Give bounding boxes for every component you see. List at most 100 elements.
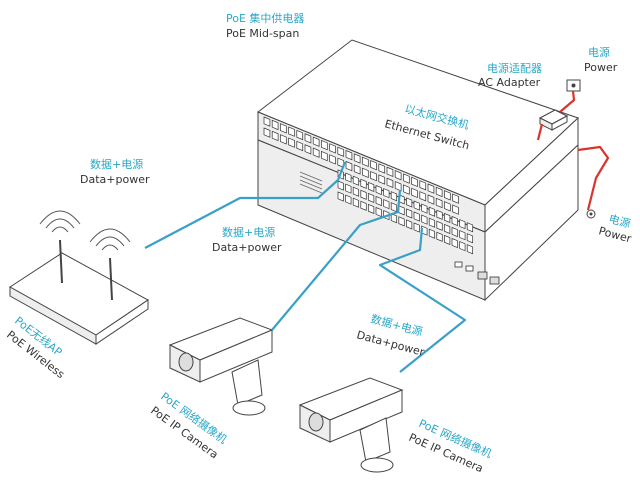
midspan-port (403, 184, 410, 195)
switch-uplink-ports (454, 261, 500, 285)
midspan-port (271, 130, 279, 142)
poe-ip-camera-right (298, 377, 404, 473)
switch-port (451, 226, 458, 238)
midspan-port (378, 174, 386, 185)
switch-port (421, 214, 428, 225)
ap-antenna-right (109, 257, 113, 301)
power-cable-switch (577, 145, 610, 211)
midspan-port (435, 197, 443, 209)
switch-port (352, 186, 360, 197)
poe-wireless-ap (9, 210, 149, 345)
data-power-mid-label-en: Data+power (212, 241, 282, 254)
midspan-port (304, 144, 312, 155)
midspan-label-en: PoE Mid-span (226, 27, 299, 40)
midspan-port (353, 164, 361, 175)
switch-port (444, 212, 451, 223)
camera-left-lens (178, 352, 194, 372)
camera-left-mount (231, 359, 263, 406)
midspan-port (386, 177, 394, 189)
data-power-left-label-cn: 数据+电源 (90, 157, 143, 171)
power-top-label-en: Power (584, 61, 618, 74)
camera-left-side (199, 329, 273, 383)
midspan-port (370, 160, 377, 171)
data-power-mid-label-cn: 数据+电源 (222, 225, 275, 239)
switch-port (360, 200, 367, 211)
camera-right-side (329, 389, 403, 443)
switch-port (466, 222, 474, 233)
poe-ip-camera-left (168, 317, 274, 416)
midspan-port (427, 183, 435, 194)
switch-vent (299, 171, 323, 194)
midspan-port (296, 129, 304, 141)
switch-port (383, 188, 390, 199)
midspan-port (370, 171, 377, 182)
midspan-port (452, 204, 459, 215)
ac-adapter-label-cn: 电源适配器 (487, 61, 542, 75)
switch-port (360, 178, 367, 189)
switch-port (368, 192, 375, 203)
midspan-port (280, 123, 287, 134)
midspan-port (312, 136, 320, 147)
data-power-cable-camera-left (271, 189, 402, 331)
switch-port (451, 215, 458, 227)
midspan-port (263, 127, 271, 138)
midspan-port (345, 149, 353, 161)
midspan-port (403, 173, 410, 184)
switch-port (368, 181, 375, 192)
switch-port (413, 211, 420, 222)
switch-port (459, 241, 466, 252)
switch-port (413, 222, 420, 233)
midspan-port (452, 193, 459, 204)
switch-port (345, 194, 352, 205)
wifi-waves-icon (39, 210, 131, 251)
switch-port (390, 213, 398, 224)
switch-port (337, 191, 344, 202)
midspan-port (271, 119, 279, 131)
midspan-port (312, 147, 320, 158)
midspan-port (304, 133, 312, 144)
switch-port (436, 220, 443, 231)
midspan-port (263, 116, 271, 127)
power-right-label-cn: 电源 (607, 211, 632, 230)
switch-port (428, 217, 436, 228)
switch-port (352, 197, 360, 208)
switch-port (459, 230, 466, 241)
switch-port (390, 191, 398, 202)
midspan-port (444, 201, 451, 212)
switch-port (352, 175, 360, 186)
data-power-left-label-en: Data+power (80, 173, 150, 186)
switch-port (444, 234, 451, 245)
switch-port (466, 233, 474, 244)
switch-port (466, 244, 474, 255)
camera-right-base (360, 457, 394, 473)
midspan-port (411, 176, 418, 188)
switch-port (413, 200, 420, 211)
ap-antenna-left (59, 239, 63, 284)
ac-adapter (538, 109, 569, 131)
midspan-port (321, 139, 328, 151)
switch-port (383, 199, 390, 210)
switch-port (368, 203, 375, 214)
switch-port (345, 172, 352, 183)
midspan-port (362, 167, 369, 178)
midspan-port (337, 146, 345, 157)
midspan-port (394, 170, 402, 181)
midspan-port (444, 190, 451, 201)
midspan-port (329, 143, 336, 154)
ap-side-face (95, 299, 149, 345)
midspan-label-cn: PoE 集中供电器 (226, 11, 304, 25)
midspan-port (435, 186, 443, 198)
poe-midspan-unit (257, 39, 579, 234)
power-top-label-cn: 电源 (588, 45, 610, 59)
midspan-port (427, 194, 435, 205)
midspan-port (386, 166, 394, 178)
midspan-port (378, 163, 386, 174)
midspan-port (345, 160, 353, 172)
midspan-port (419, 180, 427, 191)
midspan-port (362, 156, 369, 167)
switch-port (406, 219, 413, 230)
wall-socket-top (566, 79, 581, 92)
switch-port (428, 206, 436, 217)
camera-left-base (232, 400, 266, 416)
midspan-port-grid (263, 116, 459, 215)
